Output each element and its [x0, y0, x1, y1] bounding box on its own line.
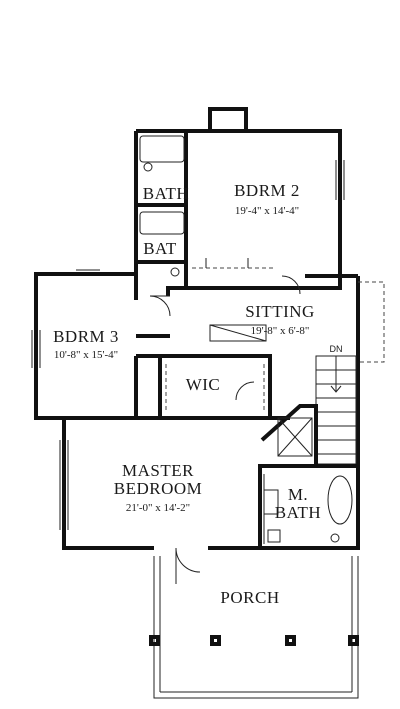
mbath-label-line1: M.	[288, 485, 308, 504]
wic-label: WIC	[186, 375, 221, 394]
chimney	[208, 107, 248, 133]
master-label-line2: BEDROOM	[114, 479, 203, 498]
master-walls	[36, 404, 360, 584]
sitting-walls	[166, 274, 385, 466]
bdrm2-dims: 19'-4" x 14'-4"	[235, 205, 299, 217]
dn-label: DN	[330, 344, 343, 354]
bath-second-label: BAT	[143, 239, 177, 258]
mbath-label-line2: BATH	[275, 503, 321, 522]
porch-label: PORCH	[220, 588, 279, 607]
stairs	[315, 355, 357, 465]
bdrm2-label: BDRM 2	[234, 181, 300, 200]
baths-walls	[134, 131, 186, 288]
bdrm3-label: BDRM 3	[53, 327, 119, 346]
wic-walls	[158, 354, 272, 420]
master-label-line1: MASTER	[122, 461, 194, 480]
master-dims: 21'-0" x 14'-2"	[126, 502, 190, 514]
porch-outline	[149, 556, 359, 699]
bath-top-label: BATH	[143, 184, 189, 203]
sitting-dims: 19'-8" x 6'-8"	[251, 325, 310, 337]
sitting-label: SITTING	[245, 302, 315, 321]
mbath-fixtures	[263, 474, 353, 544]
bdrm3-dims: 10'-8" x 15'-4"	[54, 349, 118, 361]
